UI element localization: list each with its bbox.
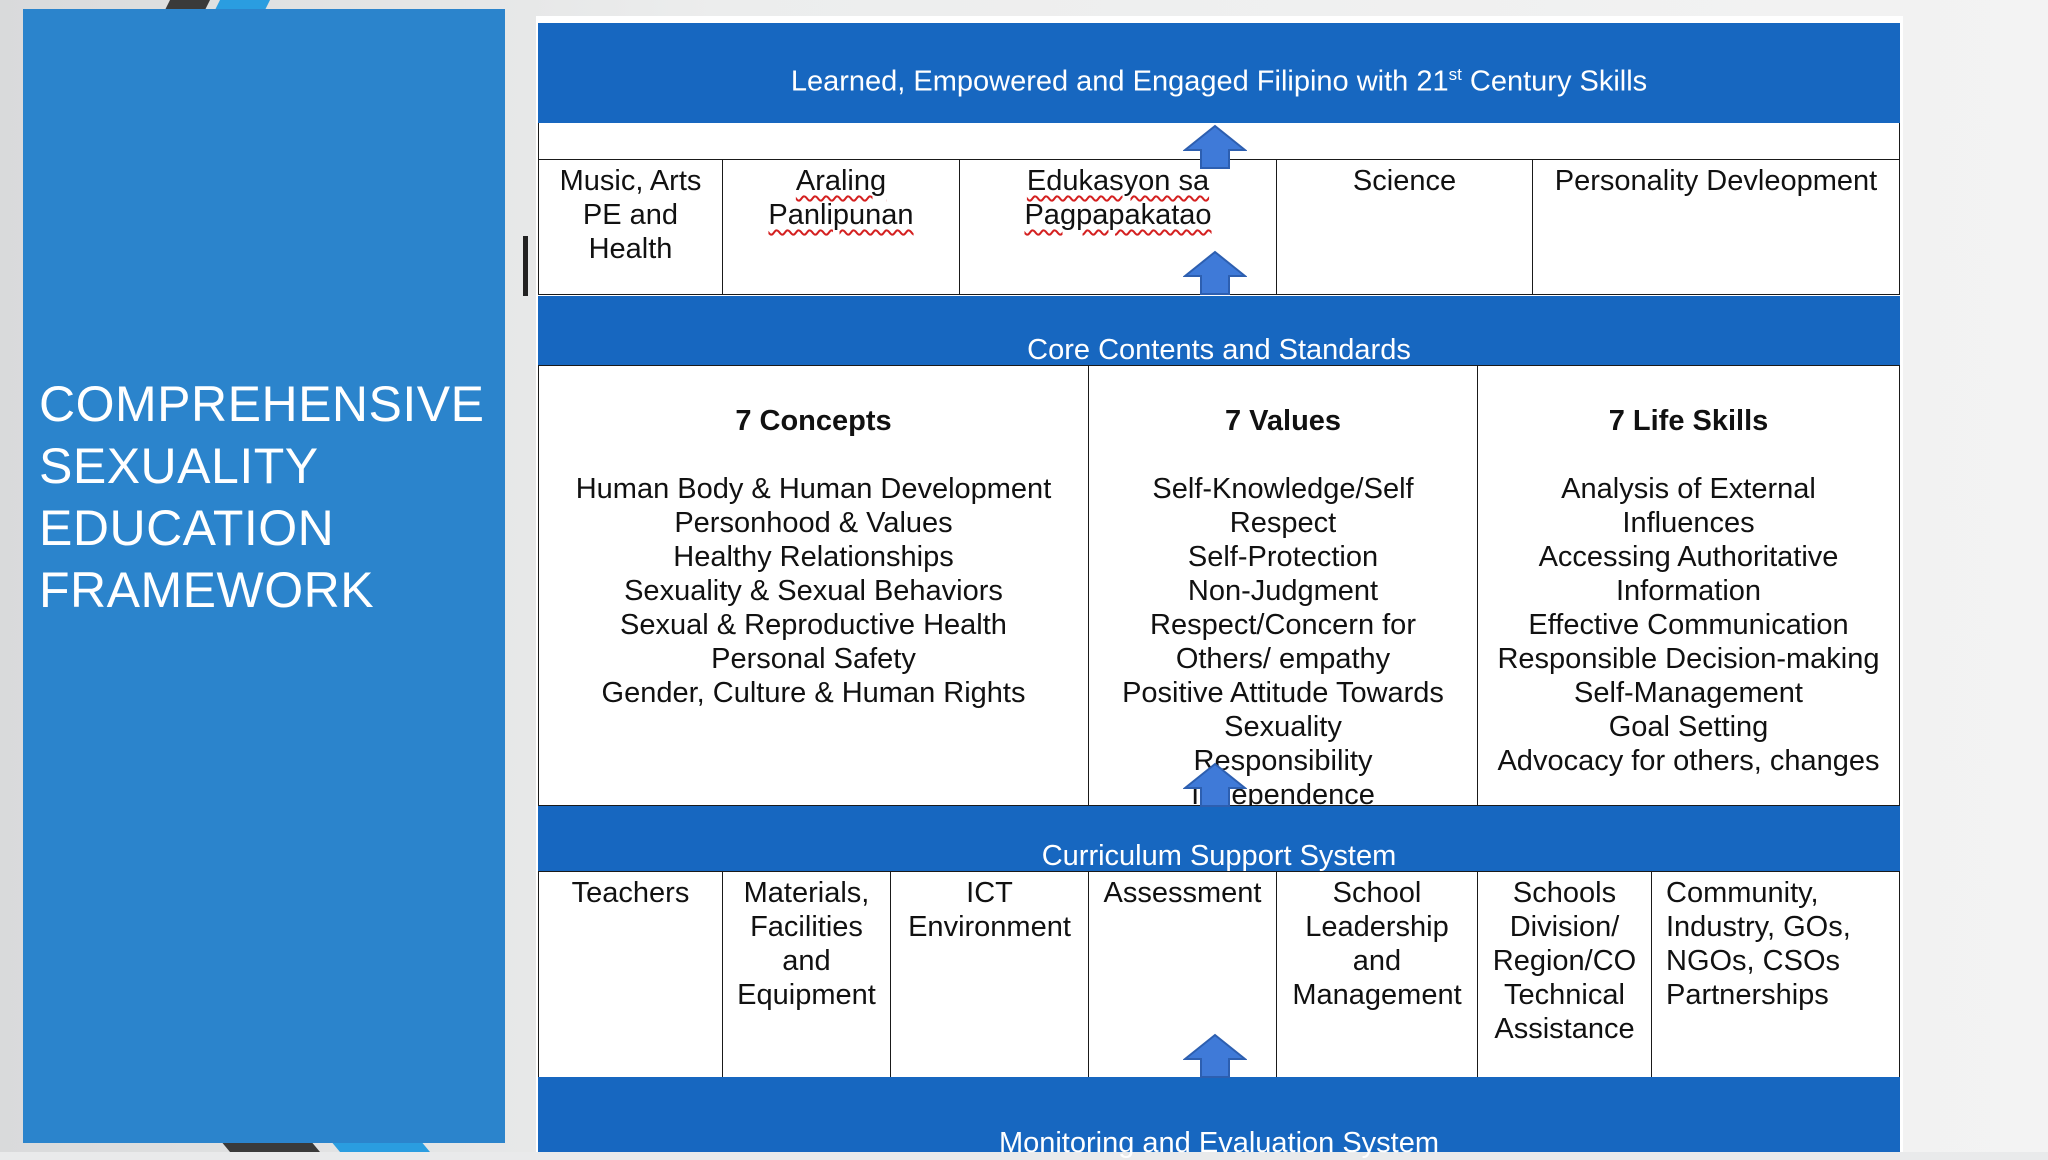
subject-label: Science xyxy=(1352,165,1457,197)
life-skills-heading: 7 Life Skills xyxy=(1608,405,1769,437)
support-label: School Leadership and Management xyxy=(1292,877,1462,1011)
life-skills-column: 7 Life Skills Analysis of External Influ… xyxy=(1477,365,1900,806)
support-label: ICT Environment xyxy=(908,877,1071,943)
up-arrow-icon xyxy=(1183,1033,1247,1078)
support-division-region: Schools Division/ Region/CO Technical As… xyxy=(1477,871,1652,1078)
support-teachers: Teachers xyxy=(538,871,723,1078)
values-heading: 7 Values xyxy=(1224,405,1342,437)
goal-text: Learned, Empowered and Engaged Filipino … xyxy=(538,65,1900,99)
goal-text-sup: st xyxy=(1448,65,1462,84)
support-community: Community, Industry, GOs, NGOs, CSOs Par… xyxy=(1651,871,1900,1078)
support-label: Schools Division/ Region/CO Technical As… xyxy=(1492,877,1637,1045)
bottom-decor-stripes xyxy=(220,1140,430,1152)
framework-diagram: Learned, Empowered and Engaged Filipino … xyxy=(536,16,1903,1159)
up-arrow-icon xyxy=(1183,762,1247,807)
monitoring-band: Monitoring and Evaluation System xyxy=(538,1077,1900,1159)
subject-label: Araling Panlipunan xyxy=(768,165,914,231)
title-panel: COMPREHENSIVE SEXUALITY EDUCATION FRAMEW… xyxy=(23,9,505,1143)
values-column: 7 Values Self-Knowledge/Self Respect Sel… xyxy=(1088,365,1478,811)
curriculum-support-label: Curriculum Support System xyxy=(1041,840,1397,872)
text-cursor-bar xyxy=(523,236,528,296)
spacer-row xyxy=(538,123,1900,159)
goal-band: Learned, Empowered and Engaged Filipino … xyxy=(538,23,1900,123)
concepts-list: Human Body & Human Development Personhoo… xyxy=(575,473,1052,709)
subject-label: Music, Arts PE and Health xyxy=(559,165,702,265)
support-ict: ICT Environment xyxy=(890,871,1089,1078)
subject-label: Personality Devleopment xyxy=(1554,165,1878,197)
support-label: Assessment xyxy=(1103,877,1262,909)
support-assessment: Assessment xyxy=(1088,871,1277,1078)
up-arrow-icon xyxy=(1183,124,1247,169)
curriculum-support-band: Curriculum Support System xyxy=(538,806,1900,872)
subject-araling-panlipunan: Araling Panlipunan xyxy=(722,159,960,295)
values-list: Self-Knowledge/Self Respect Self-Protect… xyxy=(1122,473,1444,811)
monitoring-label: Monitoring and Evaluation System xyxy=(998,1127,1440,1159)
goal-text-end: Century Skills xyxy=(1461,65,1648,98)
subject-mapeh: Music, Arts PE and Health xyxy=(538,159,723,295)
life-skills-list: Analysis of External Influences Accessin… xyxy=(1497,473,1880,777)
subject-personality-development: Personality Devleopment xyxy=(1532,159,1900,295)
up-arrow-icon xyxy=(1183,250,1247,295)
core-contents-band: Core Contents and Standards xyxy=(538,296,1900,366)
goal-text-main: Learned, Empowered and Engaged Filipino … xyxy=(790,65,1449,98)
support-label: Teachers xyxy=(571,877,690,909)
top-decor-stripes xyxy=(165,0,270,10)
support-school-leadership: School Leadership and Management xyxy=(1276,871,1478,1078)
support-materials: Materials, Facilities and Equipment xyxy=(722,871,891,1078)
subject-science: Science xyxy=(1276,159,1533,295)
subject-label: Edukasyon sa Pagpapakatao xyxy=(1024,165,1212,231)
core-contents-label: Core Contents and Standards xyxy=(1027,334,1411,366)
support-label: Materials, Facilities and Equipment xyxy=(737,877,876,1011)
slide-title: COMPREHENSIVE SEXUALITY EDUCATION FRAMEW… xyxy=(39,376,485,618)
support-label: Community, Industry, GOs, NGOs, CSOs Par… xyxy=(1666,877,1851,1011)
concepts-heading: 7 Concepts xyxy=(735,405,892,437)
concepts-column: 7 Concepts Human Body & Human Developmen… xyxy=(538,365,1089,806)
